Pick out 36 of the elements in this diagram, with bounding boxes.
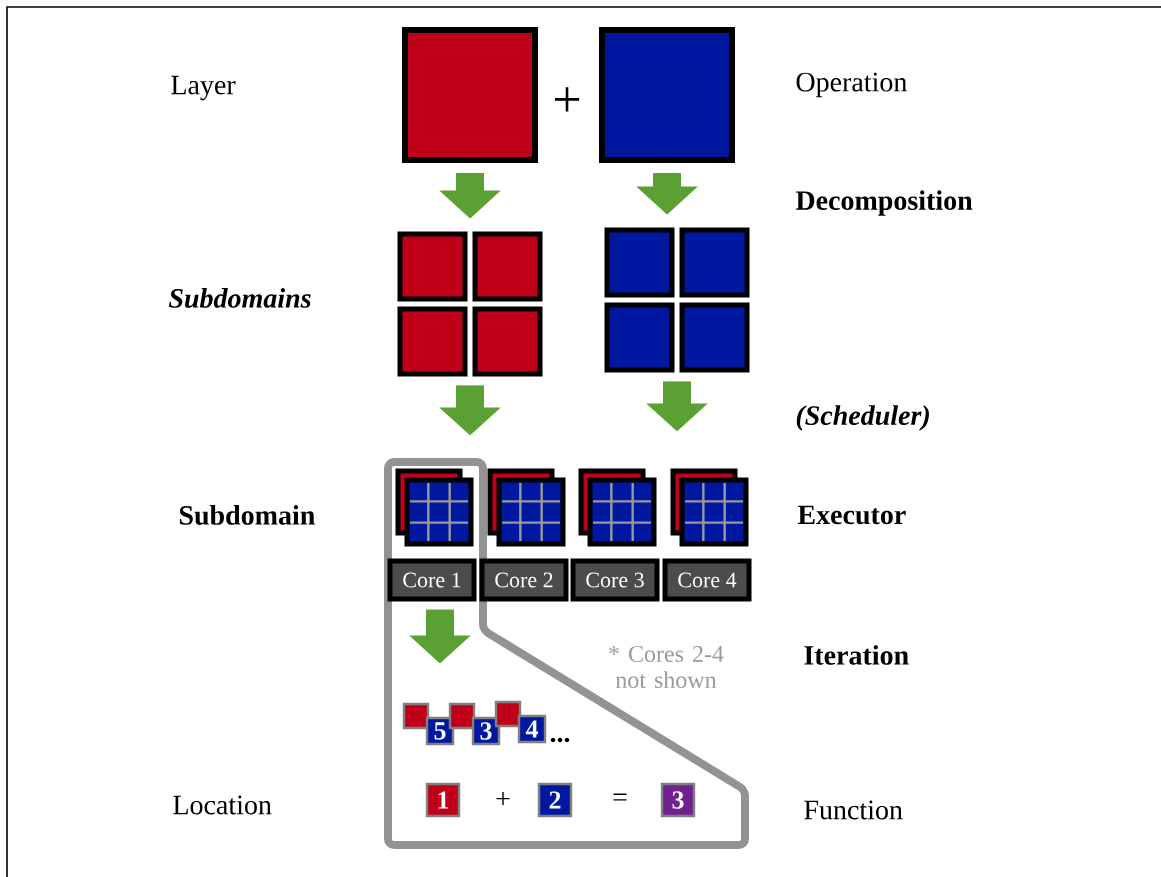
label: Location: [173, 795, 272, 815]
label: Function: [804, 800, 903, 820]
number-tile: 3: [471, 716, 501, 746]
label: Layer: [171, 75, 236, 101]
label: Subdomains: [168, 288, 311, 308]
label: Operation: [796, 72, 907, 98]
square-grid: [604, 227, 750, 373]
executor-drawing: [670, 468, 749, 547]
number-tile: 2: [537, 782, 573, 818]
executor-drawing: [395, 468, 474, 547]
label: Executor: [797, 505, 906, 525]
tile: [494, 700, 522, 728]
note: * Cores 2-4 not shown: [609, 645, 724, 689]
number-tile: 5: [425, 716, 455, 746]
label: ...: [550, 737, 570, 743]
tile: [402, 702, 430, 730]
core-box: Core 4: [662, 558, 752, 602]
label: Decomposition: [795, 190, 973, 216]
number-tile: 4: [517, 714, 547, 744]
symbol: +: [554, 87, 580, 112]
tile: [448, 702, 476, 730]
label: =: [613, 793, 627, 801]
label: +: [496, 792, 510, 806]
label: Subdomain: [179, 505, 315, 525]
square: [402, 27, 538, 163]
square: [599, 27, 735, 163]
executor-drawing: [487, 468, 566, 547]
label: (Scheduler): [796, 405, 929, 431]
label: Iteration: [804, 645, 909, 665]
core-box: Core 2: [479, 558, 569, 602]
core-box: Core 1: [387, 558, 477, 602]
number-tile: 1: [425, 782, 461, 818]
number-tile: 3: [660, 782, 696, 818]
core-box: Core 3: [570, 558, 660, 602]
square-grid: [397, 231, 543, 377]
executor-drawing: [578, 468, 657, 547]
